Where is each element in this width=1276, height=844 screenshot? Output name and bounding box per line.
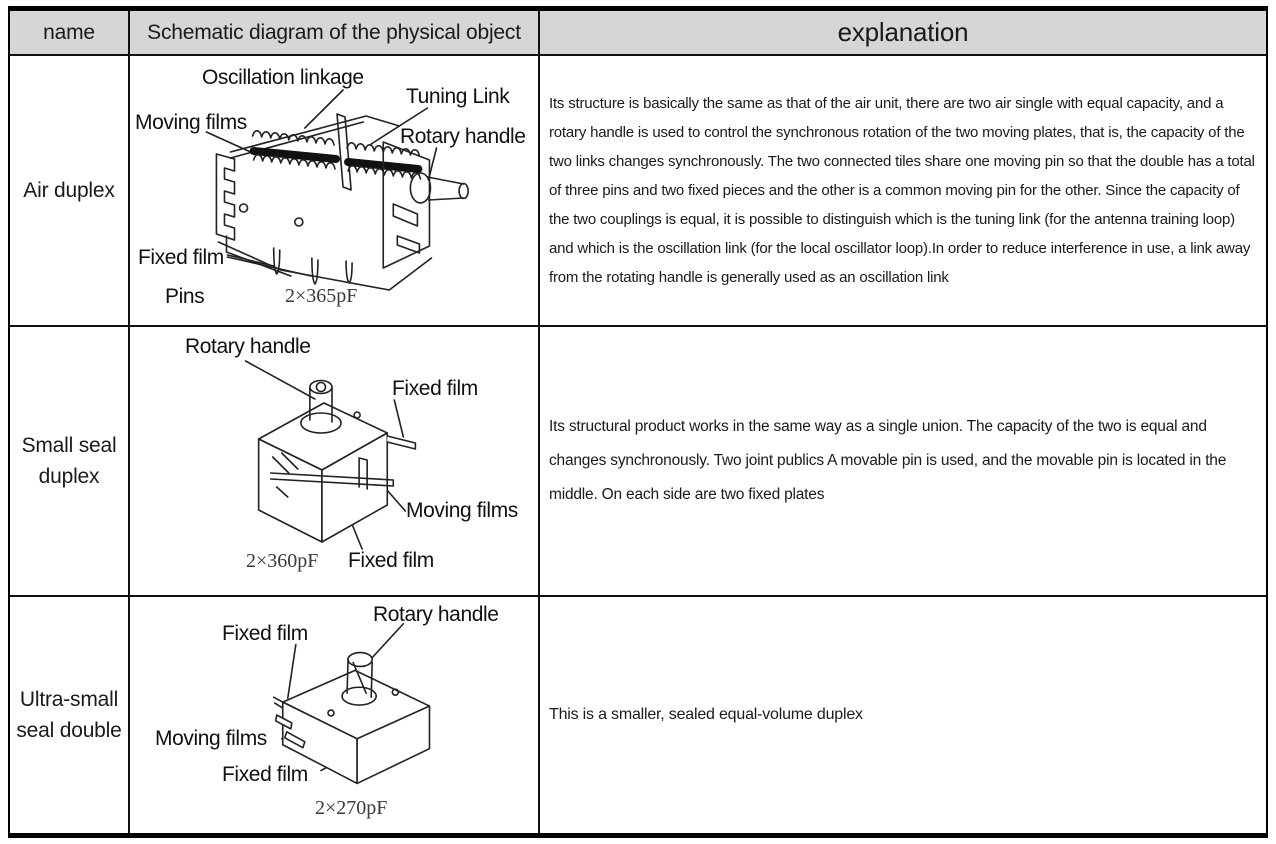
row-small-seal-duplex-diagram: Rotary handle Fixed film Moving films Fi…	[130, 327, 540, 597]
capacitance-value: 2×270pF	[315, 797, 388, 819]
header-explanation: explanation	[540, 11, 1266, 56]
label-fixed-film-bottom: Fixed film	[348, 549, 434, 572]
label-rotary-handle: Rotary handle	[373, 603, 499, 626]
ultra-small-drawing	[272, 622, 431, 785]
row-ultra-small-diagram: Fixed film Rotary handle Moving films Fi…	[130, 597, 540, 833]
header-schematic: Schematic diagram of the physical object	[130, 11, 540, 56]
label-moving-films: Moving films	[406, 499, 518, 522]
row-air-duplex-explanation: Its structure is basically the same as t…	[540, 56, 1266, 327]
label-moving-films: Moving films	[135, 111, 247, 134]
small-seal-duplex-drawing	[244, 360, 417, 550]
row-ultra-small-explanation: This is a smaller, sealed equal-volume d…	[540, 597, 1266, 833]
capacitor-table: name Schematic diagram of the physical o…	[8, 6, 1268, 838]
label-fixed-film: Fixed film	[138, 246, 224, 269]
explanation-text: Its structure is basically the same as t…	[549, 95, 1255, 286]
label-rotary-handle: Rotary handle	[185, 335, 311, 358]
capacitance-value: 2×360pF	[246, 550, 319, 572]
explanation-text: Its structural product works in the same…	[549, 418, 1227, 503]
label-pins: Pins	[165, 285, 205, 308]
label-tuning-link: Tuning Link	[406, 85, 510, 108]
label-fixed-film-bottom: Fixed film	[222, 763, 308, 786]
row-air-duplex-diagram: Oscillation linkage Tuning Link Moving f…	[130, 56, 540, 327]
row-small-seal-duplex-name: Small seal duplex	[10, 327, 130, 597]
header-name: name	[10, 11, 130, 56]
explanation-text: This is a smaller, sealed equal-volume d…	[549, 706, 863, 723]
label-moving-films: Moving films	[155, 727, 267, 750]
row-air-duplex-name: Air duplex	[10, 56, 130, 327]
label-fixed-film-top: Fixed film	[392, 377, 478, 400]
label-rotary-handle: Rotary handle	[400, 125, 526, 148]
label-oscillation-linkage: Oscillation linkage	[202, 66, 364, 89]
label-fixed-film-top: Fixed film	[222, 622, 308, 645]
air-duplex-drawing	[205, 89, 469, 291]
row-ultra-small-name: Ultra-small seal double	[10, 597, 130, 833]
capacitance-value: 2×365pF	[285, 285, 358, 307]
row-small-seal-duplex-explanation: Its structural product works in the same…	[540, 327, 1266, 597]
